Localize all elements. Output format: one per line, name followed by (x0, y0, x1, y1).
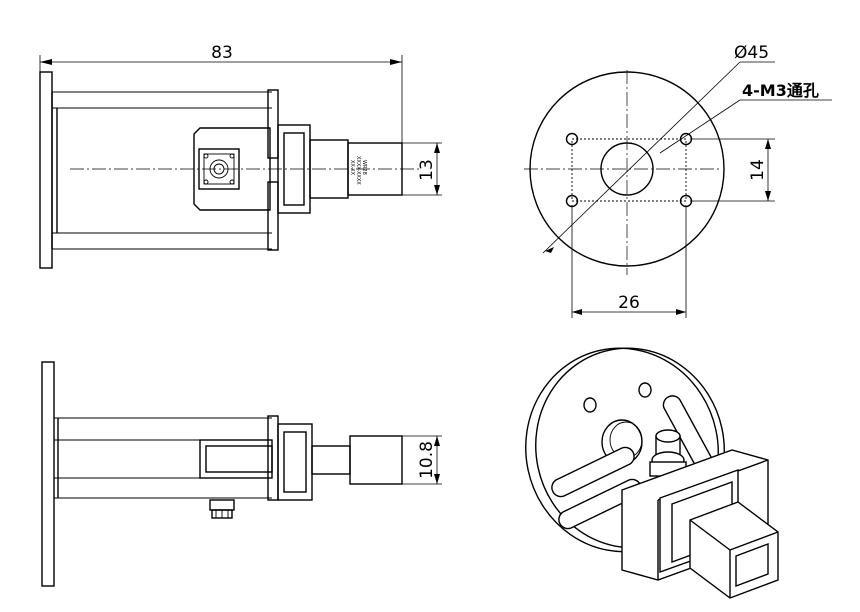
dim-flange-height: 13 (417, 159, 437, 181)
dim-hole-callout: 4-M3通孔 (742, 81, 819, 100)
isometric-view (525, 347, 779, 599)
svg-text:XXXX-XXXX: XXXX-XXXX (355, 156, 361, 185)
side-view: 10.8 (41, 361, 442, 587)
dim-hole-spacing-v: 14 (748, 159, 768, 181)
dim-overall-length: 83 (211, 43, 233, 63)
dim-side-height: 10.8 (417, 441, 437, 479)
svg-text:WR28: WR28 (361, 160, 367, 175)
dim-hole-spacing-h: 26 (618, 293, 640, 313)
label-plate: WR28 XXXX-XXXX XX-XX (349, 156, 367, 185)
dim-bore-diameter: Ø45 (734, 43, 769, 63)
svg-text:XX-XX: XX-XX (349, 160, 355, 176)
front-view: 83 WR28 XXXX-XXXX XX- (39, 43, 442, 269)
end-view: Ø45 4-M3通孔 14 26 (524, 43, 832, 318)
